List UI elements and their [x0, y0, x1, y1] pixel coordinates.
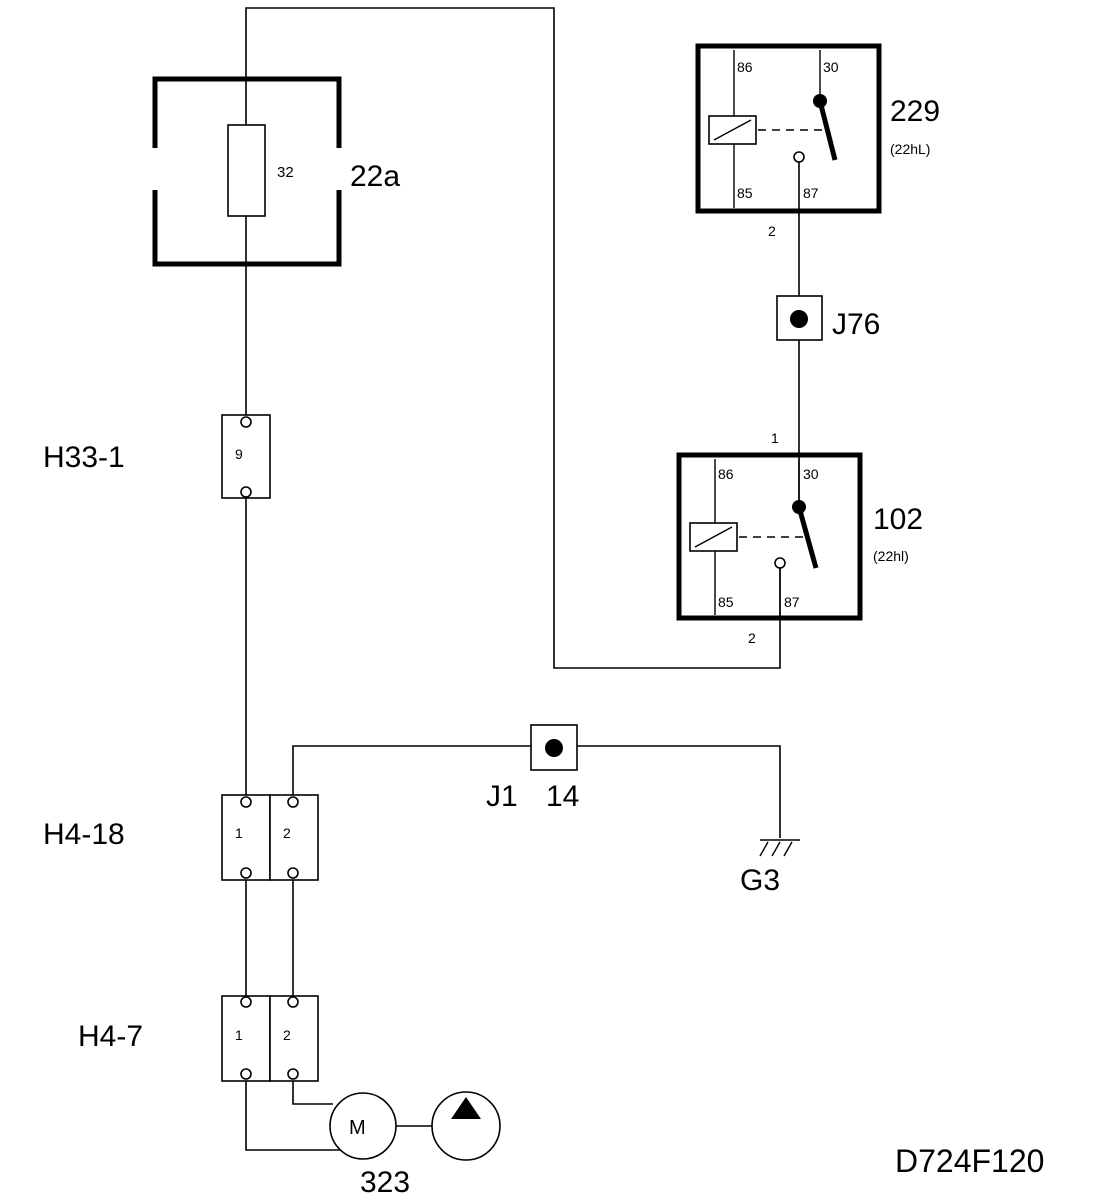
relay-229-pin-30: 30	[823, 59, 839, 75]
relay-102-bottom-pin: 2	[748, 630, 756, 646]
relay-229-pin-85: 85	[737, 185, 753, 201]
motor-symbol: M	[349, 1117, 366, 1139]
ground-hatch-1	[759, 841, 769, 857]
pump-motor-label: 323	[360, 1166, 410, 1198]
j76-dot	[790, 310, 808, 328]
j76-label: J76	[832, 308, 880, 341]
wire-h4-7-pin2-to-motor	[292, 1074, 333, 1105]
relay-229: 86 30 85 87 2 229 (22hL)	[695, 43, 940, 239]
relay-229-coil-diagonal	[713, 119, 752, 141]
connector-h4-18: 1 2 H4-18	[43, 794, 319, 881]
relay-102-note: (22hl)	[873, 548, 909, 564]
h4-18-cell-2	[269, 794, 319, 881]
relay-229-below-pin: 2	[768, 223, 776, 239]
wires	[245, 7, 800, 1151]
h4-7-pin-2: 2	[283, 1027, 291, 1043]
j1-label: J1	[486, 780, 518, 813]
fuse-block-outline	[152, 76, 342, 267]
junction-j76: J76	[776, 295, 880, 341]
wire-h4-7-pin1-to-motor	[245, 1074, 345, 1151]
h4-7-terminal-2-bottom	[287, 1068, 299, 1080]
h4-18-pin-2: 2	[283, 825, 291, 841]
fuse-block-label: 22a	[350, 160, 400, 193]
relay-229-outline	[695, 43, 882, 214]
relay-102-contact-87	[774, 557, 786, 569]
diagram-id: D724F120	[895, 1143, 1044, 1179]
relay-229-contact-87	[793, 151, 805, 163]
relay-102-outline	[676, 452, 863, 621]
fuse-number: 32	[277, 164, 294, 181]
connector-h4-7: 1 2 H4-7	[78, 995, 319, 1082]
h4-7-label: H4-7	[78, 1020, 143, 1053]
fuse-block-22a: 32 22a	[152, 76, 400, 267]
connector-h33-1: 9 H33-1	[43, 414, 271, 499]
relay-102: 1 86 30 85 87 2 102 (22hl)	[676, 430, 923, 646]
h4-7-terminal-1-bottom	[240, 1068, 252, 1080]
pump-circle	[431, 1091, 501, 1161]
wire-supply-loop	[245, 7, 781, 669]
relay-102-top-pin: 1	[771, 430, 779, 446]
relay-102-coil-diagonal	[694, 526, 733, 548]
h33-1-pin: 9	[235, 446, 243, 462]
relay-102-pin-85: 85	[718, 594, 734, 610]
relay-102-switch-blade	[796, 506, 819, 569]
motor-circle	[329, 1092, 397, 1160]
relay-102-pin-86: 86	[718, 466, 734, 482]
h33-1-terminal-top	[240, 416, 252, 428]
fuse-element	[227, 124, 266, 217]
ground-hatch-2	[771, 841, 781, 857]
h4-18-pin-1: 1	[235, 825, 243, 841]
pump-triangle-icon	[451, 1097, 481, 1119]
ground-hatch-3	[783, 841, 793, 857]
ground-label: G3	[740, 864, 780, 897]
j1-pin: 14	[546, 780, 579, 813]
h4-7-terminal-1-top	[240, 996, 252, 1008]
relay-229-switch-blade	[817, 100, 838, 161]
relay-229-note: (22hL)	[890, 141, 930, 157]
h33-1-body	[221, 414, 271, 499]
relay-229-pin-86: 86	[737, 59, 753, 75]
h4-18-terminal-1-top	[240, 796, 252, 808]
h33-1-label: H33-1	[43, 441, 125, 474]
h4-18-terminal-1-bottom	[240, 867, 252, 879]
relay-102-pin-30: 30	[803, 466, 819, 482]
splice-j1: J1 14	[486, 724, 579, 813]
ground-g3: G3	[740, 839, 800, 897]
h4-18-cell-1	[221, 794, 271, 881]
relay-229-label: 229	[890, 95, 940, 128]
j1-dot	[545, 739, 563, 757]
h4-7-cell-2	[269, 995, 319, 1082]
pump-motor-323: M 323	[329, 1091, 501, 1198]
h4-7-pin-1: 1	[235, 1027, 243, 1043]
h4-18-label: H4-18	[43, 818, 125, 851]
relay-229-pin-87: 87	[803, 185, 819, 201]
relay-102-pin-87: 87	[784, 594, 800, 610]
h33-1-terminal-bottom	[240, 486, 252, 498]
h4-18-terminal-2-top	[287, 796, 299, 808]
relay-102-label: 102	[873, 503, 923, 536]
h4-18-terminal-2-bottom	[287, 867, 299, 879]
h4-7-terminal-2-top	[287, 996, 299, 1008]
